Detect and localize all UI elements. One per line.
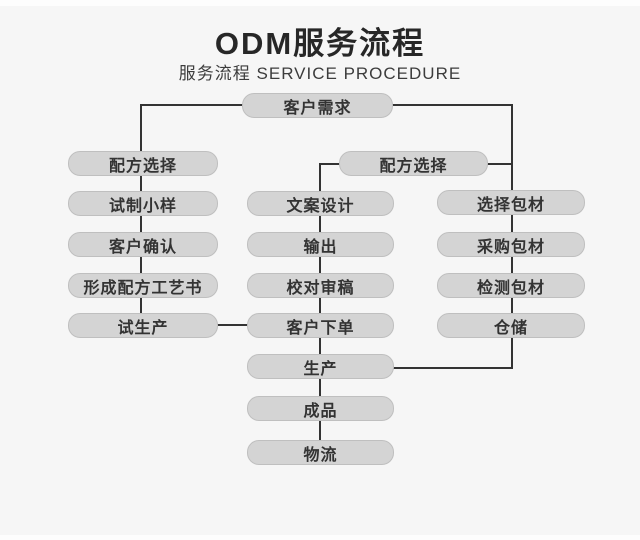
node-proofreading: 校对审稿 bbox=[247, 273, 394, 298]
connector-demand-to-right-branch bbox=[392, 104, 513, 106]
node-output: 输出 bbox=[247, 232, 394, 257]
connector-formula-b-to-right-spine bbox=[486, 163, 513, 165]
bottom-margin-band bbox=[0, 535, 640, 540]
node-trial-sample: 试制小样 bbox=[68, 191, 218, 216]
node-production: 生产 bbox=[247, 354, 394, 379]
connector-formula-b-to-mid-spine bbox=[319, 163, 341, 165]
connector-middle-spine bbox=[319, 163, 321, 442]
page-subtitle: 服务流程 SERVICE PROCEDURE bbox=[178, 64, 462, 83]
node-copy-design: 文案设计 bbox=[247, 191, 394, 216]
node-purchase-packaging: 采购包材 bbox=[437, 232, 585, 257]
node-formula-selection-b: 配方选择 bbox=[339, 151, 488, 176]
page-title: ODM服务流程 bbox=[214, 26, 426, 61]
node-customer-order: 客户下单 bbox=[247, 313, 394, 338]
connector-trial-production-to-customer-order bbox=[216, 324, 249, 326]
node-customer-confirm: 客户确认 bbox=[68, 232, 218, 257]
connector-demand-to-left-branch bbox=[140, 104, 244, 106]
node-logistics: 物流 bbox=[247, 440, 394, 465]
node-trial-production: 试生产 bbox=[68, 313, 218, 338]
node-select-packaging: 选择包材 bbox=[437, 190, 585, 215]
node-warehousing: 仓储 bbox=[437, 313, 585, 338]
node-customer-demand: 客户需求 bbox=[242, 93, 393, 118]
node-formula-process-doc: 形成配方工艺书 bbox=[68, 273, 218, 298]
node-inspect-packaging: 检测包材 bbox=[437, 273, 585, 298]
connector-right-spine-to-production bbox=[392, 367, 513, 369]
node-finished-product: 成品 bbox=[247, 396, 394, 421]
top-margin-band bbox=[0, 0, 640, 6]
node-formula-selection-a: 配方选择 bbox=[68, 151, 218, 176]
